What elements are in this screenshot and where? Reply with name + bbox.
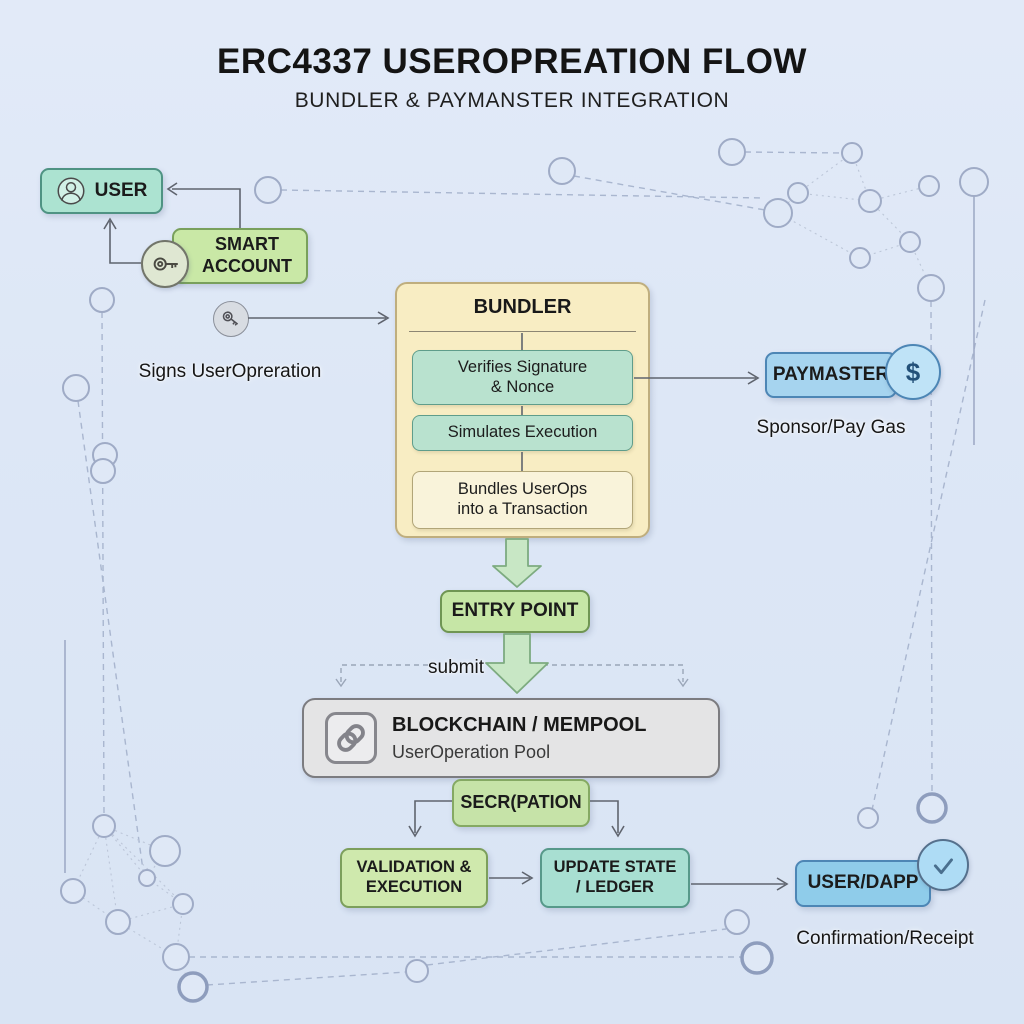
secrpation-label: SECR(PATION (460, 792, 582, 813)
step-bundle-label: Bundles UserOps into a Transaction (457, 480, 587, 520)
chain-link-icon (325, 712, 377, 764)
mempool-title: BLOCKCHAIN / MEMPOOL (392, 714, 647, 736)
user-label: USER (94, 179, 148, 201)
smart-account-label-line1: SMART (215, 234, 279, 255)
update-state-ledger-node: UPDATE STATE / LEDGER (540, 848, 690, 908)
smart-account-label: SMART ACCOUNT (202, 234, 292, 277)
entry-point-node: ENTRY POINT (440, 590, 590, 633)
dollar-sign: $ (905, 356, 921, 387)
step-verify-signature: Verifies Signature & Nonce (412, 350, 633, 405)
paymaster-caption: Sponsor/Pay Gas (756, 417, 906, 438)
update-state-line1: UPDATE STATE (553, 858, 677, 877)
mempool-subtitle: UserOperation Pool (392, 742, 551, 762)
update-state-line2: / LEDGER (576, 878, 654, 896)
update-state-label: UPDATE STATE / LEDGER (554, 858, 677, 898)
validation-execution-node: VALIDATION & EXECUTION (340, 848, 488, 908)
entry-point-label: ENTRY POINT (451, 600, 579, 622)
confirmation-caption: Confirmation/Receipt (796, 928, 974, 949)
signs-caption: Signs UserOpreration (138, 361, 322, 382)
user-dapp-node: USER/DAPP (795, 860, 931, 907)
dollar-icon: $ (885, 344, 941, 400)
bundler-title: BUNDLER (473, 296, 572, 318)
user-avatar-icon (57, 177, 85, 205)
signing-key-icon (213, 301, 249, 337)
validation-line2: EXECUTION (365, 878, 463, 896)
smart-account-node: SMART ACCOUNT (172, 228, 308, 284)
paymaster-node: PAYMASTER (765, 352, 897, 398)
step-simulate-execution: Simulates Execution (412, 415, 633, 451)
user-node: USER (40, 168, 163, 214)
user-dapp-label: USER/DAPP (807, 872, 919, 894)
step-simulate-label: Simulates Execution (447, 423, 598, 442)
bundler-divider (409, 331, 636, 332)
step-bundle-userops: Bundles UserOps into a Transaction (412, 471, 633, 529)
step-verify-line2: & Nonce (490, 377, 555, 396)
secrpation-node: SECR(PATION (452, 779, 590, 827)
step-verify-line1: Verifies Signature (457, 357, 588, 376)
step-bundle-line2: into a Transaction (457, 500, 588, 518)
key-icon (141, 240, 189, 288)
submit-label: submit (428, 657, 484, 678)
step-bundle-line1: Bundles UserOps (457, 480, 588, 499)
page-subtitle: BUNDLER & PAYMANSTER INTEGRATION (294, 89, 730, 112)
page-title: ERC4337 USEROPREATION FLOW (217, 42, 807, 81)
validation-line1: VALIDATION & (356, 858, 472, 877)
step-verify-label: Verifies Signature & Nonce (458, 358, 587, 398)
validation-label: VALIDATION & EXECUTION (357, 858, 472, 898)
check-icon (917, 839, 969, 891)
paymaster-label: PAYMASTER (772, 363, 890, 385)
smart-account-label-line2: ACCOUNT (202, 256, 292, 276)
